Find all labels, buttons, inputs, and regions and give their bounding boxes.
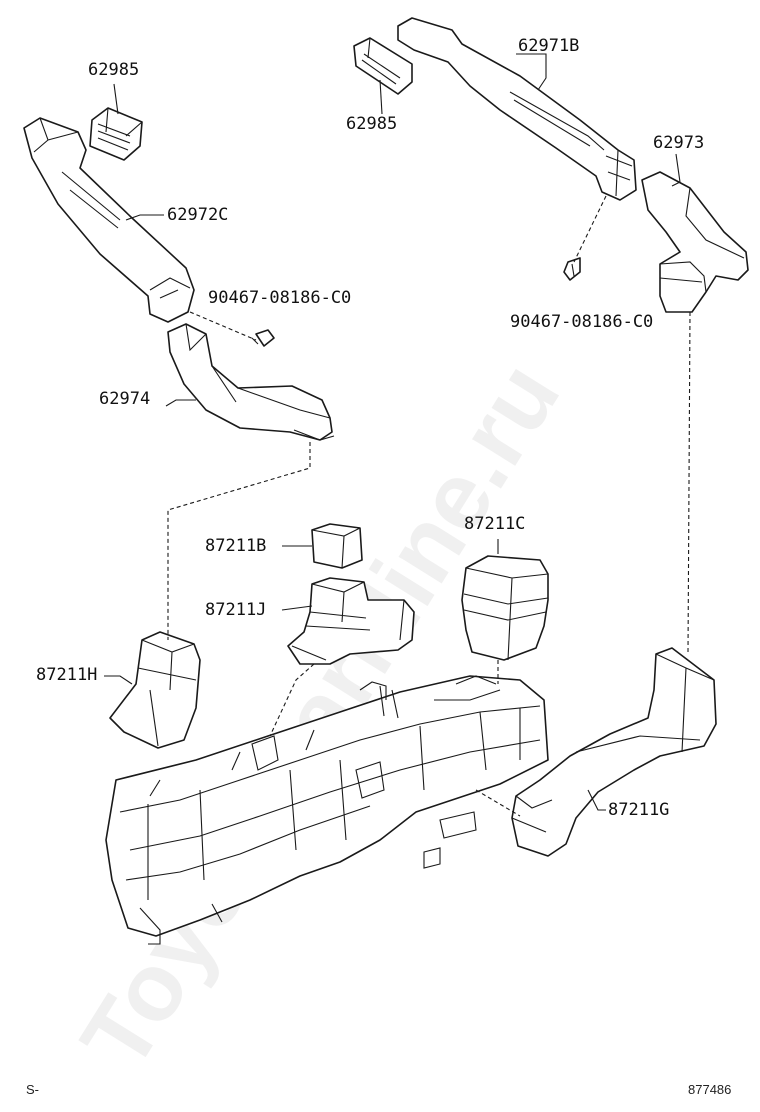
part-87211c-boot bbox=[461, 555, 549, 661]
footer-left-code: S- bbox=[26, 1082, 39, 1097]
part-87211b-boot bbox=[311, 523, 363, 569]
label-87211j: 87211J bbox=[205, 600, 267, 620]
label-62974: 62974 bbox=[99, 389, 151, 409]
part-87211g-duct bbox=[511, 647, 717, 857]
label-62985-right: 62985 bbox=[346, 114, 398, 134]
label-90467-left: 90467-08186-C0 bbox=[208, 288, 352, 308]
leader-lines bbox=[104, 53, 681, 811]
part-62972c-duct bbox=[23, 117, 195, 323]
part-90467-right-clip bbox=[563, 257, 581, 281]
part-87211j-boot bbox=[287, 577, 415, 665]
label-90467-right: 90467-08186-C0 bbox=[510, 312, 654, 332]
label-87211h: 87211H bbox=[36, 665, 98, 685]
label-62971b: 62971B bbox=[518, 36, 580, 56]
dashed-connection-lines bbox=[167, 195, 691, 817]
part-62974-duct bbox=[167, 323, 335, 441]
part-62971b-duct bbox=[397, 17, 637, 201]
part-62985-left-grille bbox=[89, 107, 143, 161]
label-62973: 62973 bbox=[653, 133, 705, 153]
part-62973-duct bbox=[641, 171, 749, 313]
label-87211c: 87211C bbox=[464, 514, 526, 534]
label-62972c: 62972C bbox=[167, 205, 229, 225]
part-62985-right-grille bbox=[353, 37, 413, 95]
label-87211b: 87211B bbox=[205, 536, 267, 556]
part-90467-left-clip bbox=[251, 329, 275, 347]
part-87211h-boot bbox=[109, 631, 201, 749]
hvac-assembly bbox=[105, 675, 549, 945]
figure-number: 877486 bbox=[688, 1082, 732, 1097]
label-87211g: 87211G bbox=[608, 800, 670, 820]
label-62985-left: 62985 bbox=[88, 60, 140, 80]
